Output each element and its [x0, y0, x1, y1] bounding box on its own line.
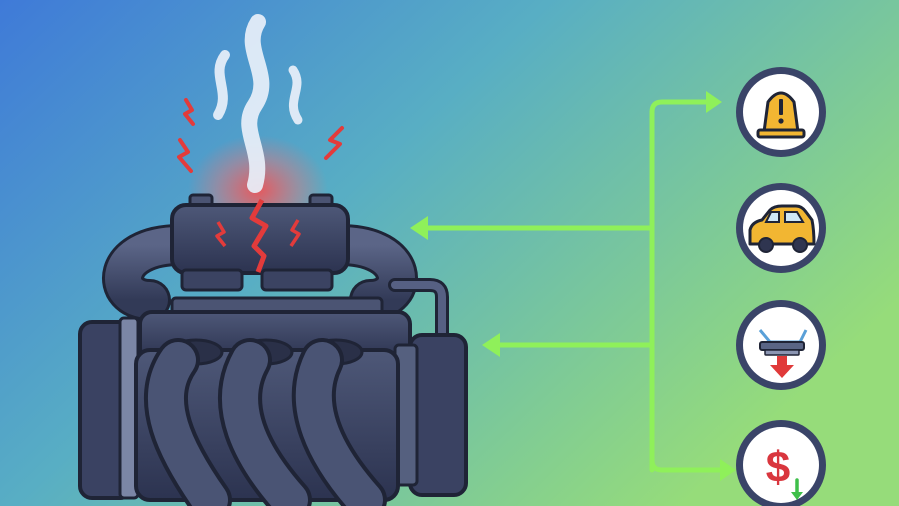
exhaust-runners	[143, 338, 387, 506]
cracked-top-manifold	[170, 193, 350, 292]
spark-icons	[177, 98, 344, 173]
smoke-plumes	[213, 14, 303, 193]
dollar-sign: $	[766, 443, 790, 492]
arrow-heads	[410, 91, 736, 481]
car-icon	[736, 183, 826, 273]
crack-line	[249, 198, 269, 273]
exhaust-loop-pipes	[102, 224, 418, 321]
cost-dollar-icon: $	[736, 420, 826, 506]
arrow-to-cost	[649, 457, 731, 473]
performance-drop-icon	[736, 300, 826, 390]
connector-arrows	[417, 99, 731, 473]
arrow-to-warning	[649, 99, 718, 115]
warning-light-icon	[736, 67, 826, 157]
